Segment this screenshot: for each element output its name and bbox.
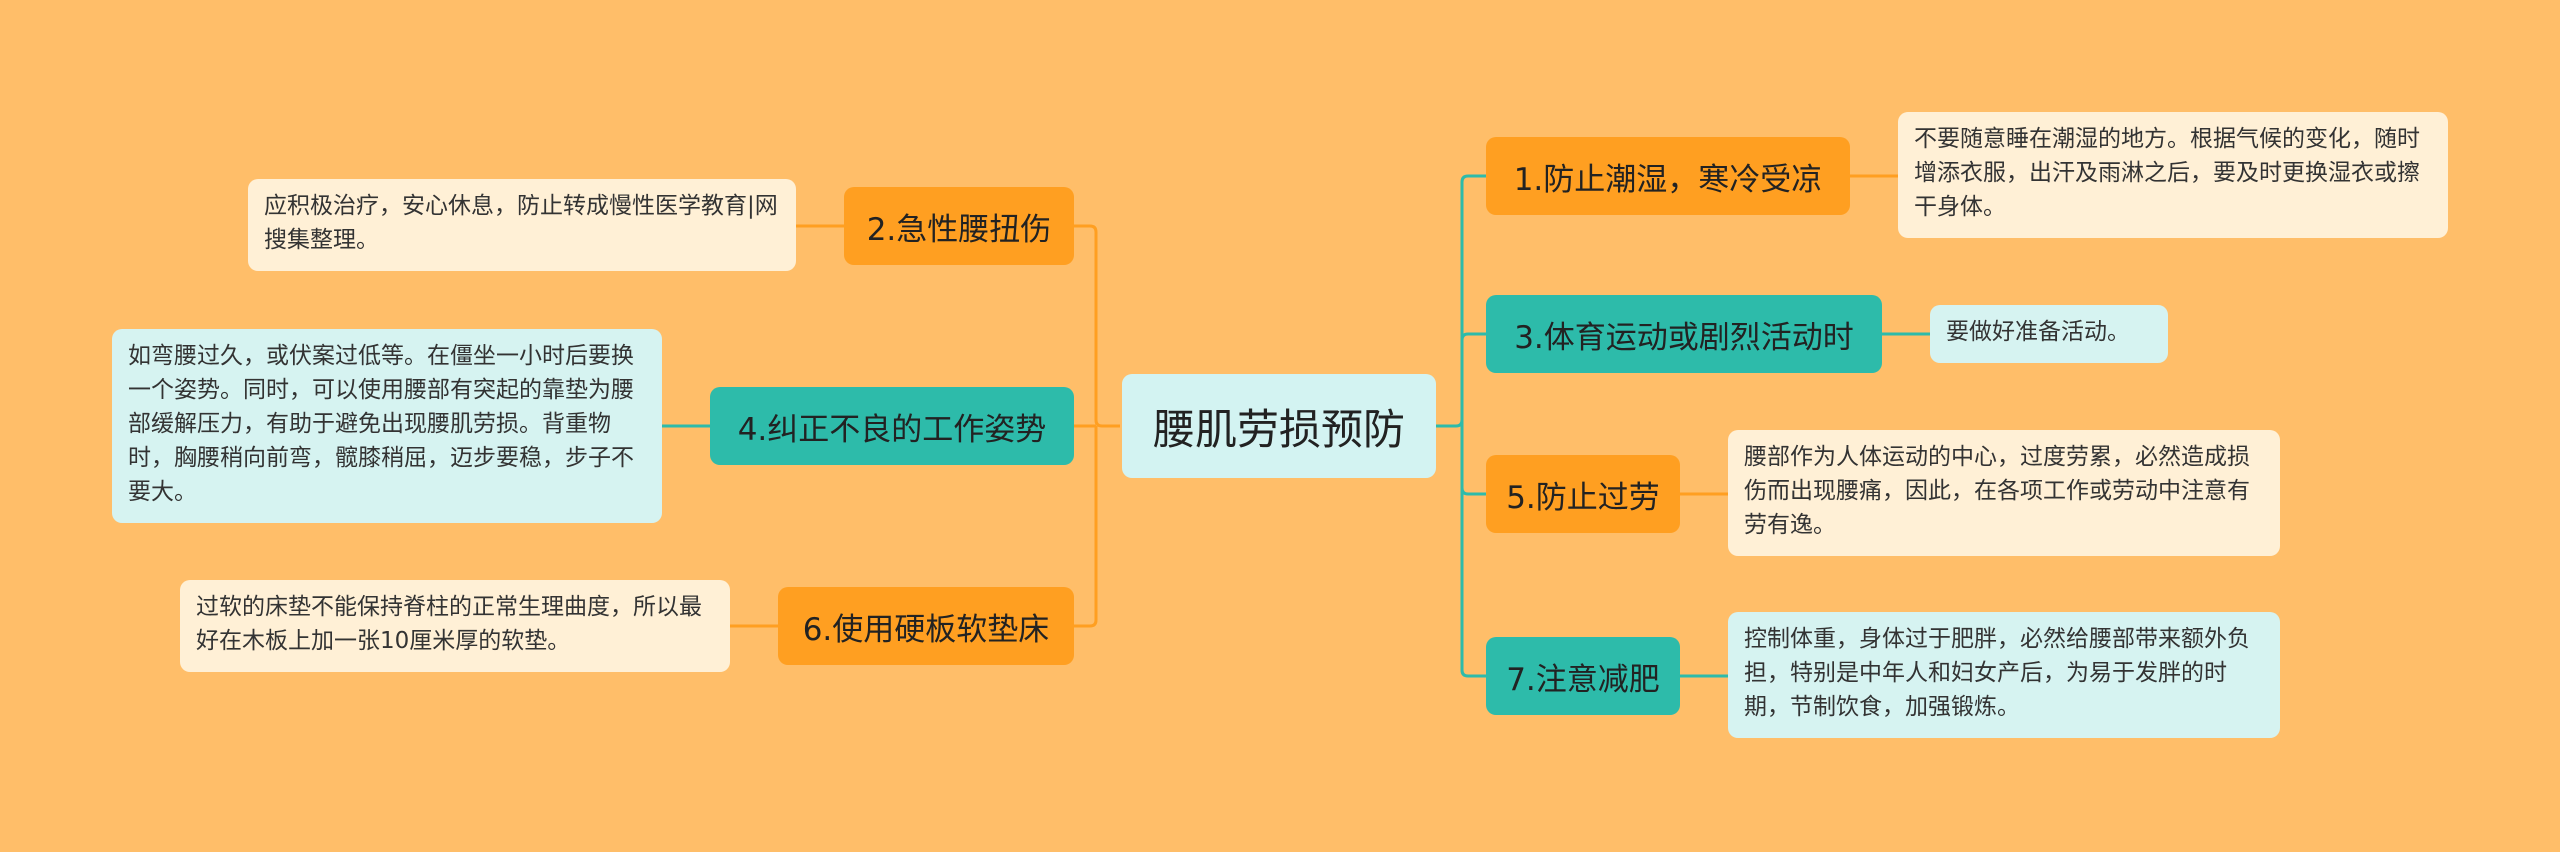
link-center-b7 [1460, 426, 1486, 678]
branch-exercise[interactable]: 3.体育运动或剧烈活动时 [1486, 295, 1882, 373]
link-center-b2 [1074, 224, 1120, 428]
branch-correct-posture[interactable]: 4.纠正不良的工作姿势 [710, 387, 1074, 465]
note-correct-posture: 如弯腰过久，或伏案过低等。在僵坐一小时后要换一个姿势。同时，可以使用腰部有突起的… [112, 329, 662, 523]
note-prevent-overwork: 腰部作为人体运动的中心，过度劳累，必然造成损伤而出现腰痛，因此，在各项工作或劳动… [1728, 430, 2280, 556]
branch-acute-lumbar-sprain[interactable]: 2.急性腰扭伤 [844, 187, 1074, 265]
link-center-b3 [1460, 332, 1486, 426]
branch-lose-weight[interactable]: 7.注意减肥 [1486, 637, 1680, 715]
link-center-b6 [1074, 426, 1098, 628]
note-hard-board-bed: 过软的床垫不能保持脊柱的正常生理曲度，所以最好在木板上加一张10厘米厚的软垫。 [180, 580, 730, 672]
central-topic[interactable]: 腰肌劳损预防 [1122, 374, 1436, 478]
branch-prevent-damp-cold[interactable]: 1.防止潮湿，寒冷受凉 [1486, 137, 1850, 215]
note-acute-lumbar-sprain: 应积极治疗，安心休息，防止转成慢性医学教育|网搜集整理。 [248, 179, 796, 271]
note-exercise: 要做好准备活动。 [1930, 305, 2168, 363]
link-center-b1 [1436, 174, 1486, 428]
note-prevent-damp-cold: 不要随意睡在潮湿的地方。根据气候的变化，随时增添衣服，出汗及雨淋之后，要及时更换… [1898, 112, 2448, 238]
link-center-b5 [1460, 426, 1486, 496]
note-lose-weight: 控制体重，身体过于肥胖，必然给腰部带来额外负担，特别是中年人和妇女产后，为易于发… [1728, 612, 2280, 738]
branch-hard-board-bed[interactable]: 6.使用硬板软垫床 [778, 587, 1074, 665]
branch-prevent-overwork[interactable]: 5.防止过劳 [1486, 455, 1680, 533]
